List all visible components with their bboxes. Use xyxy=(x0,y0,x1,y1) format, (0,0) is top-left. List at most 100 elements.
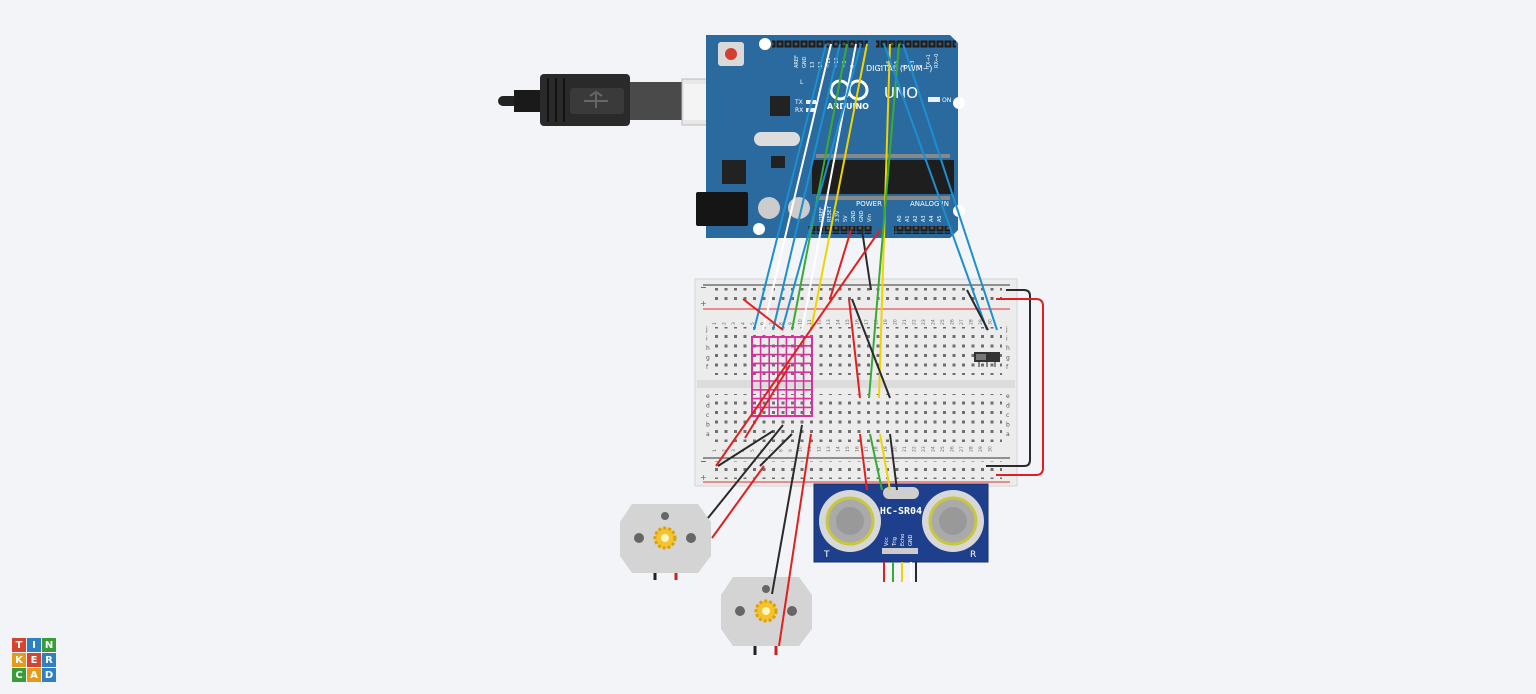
power-pin-label: GND xyxy=(859,210,865,222)
digital-pin-label: ~3 xyxy=(910,61,916,68)
crystal xyxy=(883,487,919,499)
tx-label: TX xyxy=(794,99,803,106)
column-number: 28 xyxy=(969,446,975,452)
column-number: 23 xyxy=(921,319,927,325)
rx-label: RX xyxy=(795,107,803,114)
led-matrix[interactable] xyxy=(751,336,813,417)
wire-black xyxy=(759,433,793,467)
digital-pin-label: 2 xyxy=(918,65,924,68)
wire-green xyxy=(869,433,883,491)
analog-pin-label: A3 xyxy=(921,215,927,222)
row-letter: c xyxy=(1006,412,1009,419)
power-pin-label: RESET xyxy=(827,205,833,222)
dc-motor-1[interactable] xyxy=(620,504,711,580)
column-number: 5 xyxy=(750,449,756,452)
column-number: 6 xyxy=(760,322,766,325)
row-letter: c xyxy=(706,412,709,419)
digital-header-label: DIGITAL (PWM~) xyxy=(866,64,932,73)
column-number: 20 xyxy=(893,446,899,452)
terminal-strip-bottom xyxy=(712,394,1002,442)
wire-black xyxy=(851,298,891,399)
column-number: 5 xyxy=(750,322,756,325)
row-letter: d xyxy=(706,403,710,410)
rail-plus-bottom: + xyxy=(700,473,707,482)
wire-red xyxy=(848,298,861,399)
usb-icon xyxy=(584,90,608,108)
arduino-board[interactable]: ARDUINO UNO DIGITAL (PWM~) POWER ANALOG … xyxy=(696,35,965,238)
led-matrix-frame xyxy=(751,336,813,417)
slide-switch[interactable] xyxy=(974,352,1000,367)
column-number: 18 xyxy=(874,446,880,452)
digital-pin-label: RX←0 xyxy=(934,54,940,68)
column-number: 25 xyxy=(940,319,946,325)
analog-label: ANALOG IN xyxy=(910,200,949,208)
row-letter: h xyxy=(706,345,710,352)
wire-red xyxy=(744,364,791,439)
sensor-t-label: T xyxy=(823,550,830,560)
column-number: 21 xyxy=(902,319,908,325)
power-pin-label: Vin xyxy=(867,214,873,222)
row-letter: g xyxy=(1006,355,1010,362)
digital-pin-label: TX→1 xyxy=(926,54,932,69)
analog-pin-label: A5 xyxy=(937,215,943,222)
column-number: 1 xyxy=(712,322,718,325)
digital-pin-label: 7 xyxy=(878,65,884,68)
wire-black xyxy=(986,289,1031,467)
mounting-hole xyxy=(753,223,765,235)
column-number: 18 xyxy=(874,319,880,325)
row-letter: i xyxy=(706,336,708,343)
column-number: 27 xyxy=(959,319,965,325)
column-number: 14 xyxy=(836,319,842,325)
row-letter: b xyxy=(706,422,710,429)
analog-pin-label: A4 xyxy=(929,215,935,222)
row-letter: h xyxy=(1006,345,1010,352)
wire-red xyxy=(715,229,881,467)
digital-pin-label: 13 xyxy=(810,62,816,68)
wire-black xyxy=(966,289,989,331)
column-number: 30 xyxy=(988,446,994,452)
analog-pin-label: A1 xyxy=(905,215,911,222)
dc-motor-2[interactable] xyxy=(721,577,812,655)
column-number: 16 xyxy=(855,319,861,325)
power-pin-label: GND xyxy=(851,210,857,222)
wire-red xyxy=(996,298,1044,476)
column-number: 28 xyxy=(969,319,975,325)
wire-blue xyxy=(772,43,841,331)
wire-yellow xyxy=(810,43,868,331)
sensor-pin-label: Trig xyxy=(892,537,898,547)
column-number: 14 xyxy=(836,446,842,452)
column-number: 30 xyxy=(988,319,994,325)
wire-black xyxy=(717,430,774,467)
atmega-chip xyxy=(812,160,954,194)
column-number: 19 xyxy=(883,319,889,325)
power-pin-label: 5V xyxy=(843,215,849,222)
column-number: 12 xyxy=(817,446,823,452)
wire-green xyxy=(791,43,848,331)
column-number: 23 xyxy=(921,446,927,452)
on-label: ON xyxy=(942,97,951,104)
column-number: 7 xyxy=(769,322,775,325)
column-number: 15 xyxy=(845,446,851,452)
row-letter: b xyxy=(1006,422,1010,429)
logo-letter: I xyxy=(27,638,41,652)
column-number: 8 xyxy=(779,449,785,452)
wires[interactable] xyxy=(707,43,1044,647)
column-number: 26 xyxy=(950,319,956,325)
rail-minus-top: − xyxy=(700,283,707,292)
wire-green xyxy=(868,43,900,399)
column-number: 22 xyxy=(912,446,918,452)
row-letter: e xyxy=(706,393,710,400)
analog-pin-label: A2 xyxy=(913,215,919,222)
wire-red xyxy=(742,298,784,331)
column-number: 15 xyxy=(845,319,851,325)
wire-blue xyxy=(902,43,998,331)
column-number: 10 xyxy=(798,319,804,325)
wire-red xyxy=(829,229,852,300)
column-number: 16 xyxy=(855,446,861,452)
